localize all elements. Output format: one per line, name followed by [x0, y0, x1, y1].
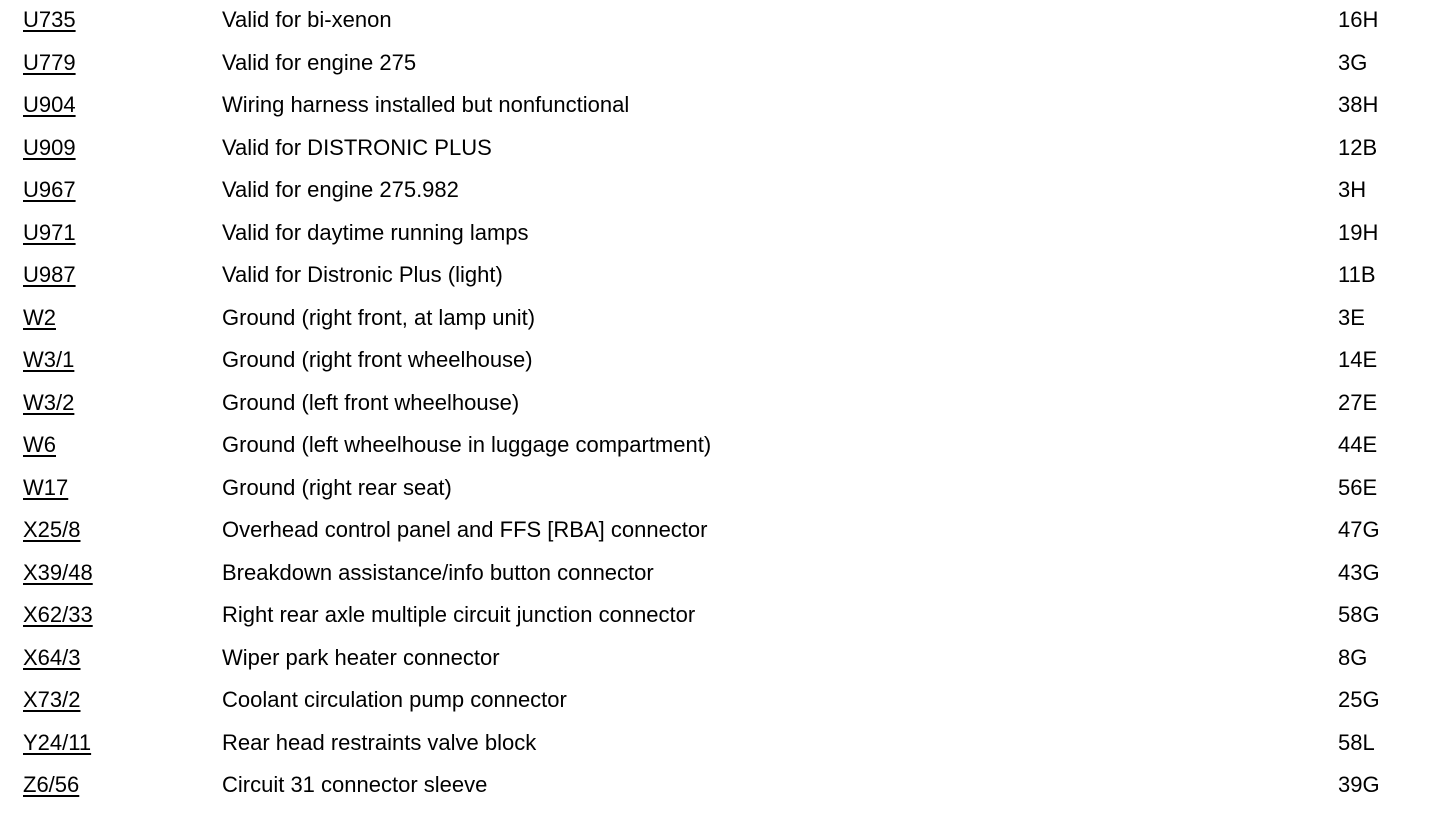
component-description: Valid for DISTRONIC PLUS — [222, 134, 492, 160]
table-row: W3/1 Ground (right front wheelhouse) 14E — [0, 340, 1456, 383]
component-code-link[interactable]: U735 — [23, 7, 76, 32]
table-row: X64/3 Wiper park heater connector 8G — [0, 638, 1456, 681]
table-row: Y24/11 Rear head restraints valve block … — [0, 723, 1456, 766]
table-row: U735 Valid for bi-xenon 16H — [0, 0, 1456, 43]
component-description: Valid for Distronic Plus (light) — [222, 262, 503, 287]
component-code-link[interactable]: U904 — [23, 92, 76, 117]
table-row: U967 Valid for engine 275.982 3H — [0, 170, 1456, 213]
component-code-link[interactable]: W6 — [23, 432, 56, 457]
table-row: W3/2 Ground (left front wheelhouse) 27E — [0, 383, 1456, 426]
table-row: W2 Ground (right front, at lamp unit) 3E — [0, 298, 1456, 341]
component-code-link[interactable]: U779 — [23, 49, 76, 75]
component-description: Wiring harness installed but nonfunction… — [222, 92, 630, 117]
table-row: Z6/56 Circuit 31 connector sleeve 39G — [0, 765, 1456, 808]
component-code-link[interactable]: X64/3 — [23, 644, 81, 670]
grid-location: 19H — [1338, 219, 1379, 245]
component-code-link[interactable]: Z6/56 — [23, 772, 80, 797]
component-code-link[interactable]: X39/48 — [23, 559, 93, 585]
grid-location: 11B — [1338, 262, 1376, 287]
grid-location: 44E — [1338, 432, 1378, 457]
component-description: Circuit 31 connector sleeve — [222, 772, 488, 797]
component-description: Ground (left front wheelhouse) — [222, 389, 520, 415]
component-description: Coolant circulation pump connector — [222, 687, 567, 712]
grid-location: 27E — [1338, 389, 1378, 415]
component-code-link[interactable]: X25/8 — [23, 517, 81, 542]
grid-location: 16H — [1338, 7, 1379, 32]
component-description: Rear head restraints valve block — [222, 729, 537, 755]
grid-location: 14E — [1338, 347, 1378, 372]
table-row: X25/8 Overhead control panel and FFS [RB… — [0, 510, 1456, 553]
component-code-link[interactable]: Y24/11 — [23, 729, 92, 755]
grid-location: 25G — [1338, 687, 1380, 712]
grid-location: 3E — [1338, 304, 1365, 330]
table-row: X62/33 Right rear axle multiple circuit … — [0, 595, 1456, 638]
component-code-link[interactable]: W17 — [23, 474, 69, 500]
table-row: X39/48 Breakdown assistance/info button … — [0, 553, 1456, 596]
component-code-link[interactable]: W2 — [23, 304, 56, 330]
component-code-link[interactable]: X73/2 — [23, 687, 81, 712]
component-description: Breakdown assistance/info button connect… — [222, 559, 654, 585]
component-description: Ground (right front, at lamp unit) — [222, 304, 536, 330]
table-row: U971 Valid for daytime running lamps 19H — [0, 213, 1456, 256]
grid-location: 58G — [1338, 602, 1380, 627]
component-code-link[interactable]: U987 — [23, 262, 76, 287]
component-description: Right rear axle multiple circuit junctio… — [222, 602, 696, 627]
component-code-link[interactable]: U967 — [23, 177, 76, 202]
component-code-link[interactable]: X62/33 — [23, 602, 93, 627]
component-description: Valid for engine 275.982 — [222, 177, 459, 202]
grid-location: 12B — [1338, 134, 1378, 160]
component-code-link[interactable]: W3/1 — [23, 347, 75, 372]
component-description: Overhead control panel and FFS [RBA] con… — [222, 517, 708, 542]
grid-location: 39G — [1338, 772, 1380, 797]
grid-location: 8G — [1338, 644, 1368, 670]
component-legend-table: U735 Valid for bi-xenon 16H U779 Valid f… — [0, 0, 1456, 808]
table-row: U909 Valid for DISTRONIC PLUS 12B — [0, 128, 1456, 171]
component-description: Wiper park heater connector — [222, 644, 500, 670]
grid-location: 3H — [1338, 177, 1367, 202]
component-description: Ground (right rear seat) — [222, 474, 452, 500]
component-code-link[interactable]: U971 — [23, 219, 76, 245]
grid-location: 43G — [1338, 559, 1380, 585]
component-code-link[interactable]: W3/2 — [23, 389, 75, 415]
component-description: Valid for bi-xenon — [222, 7, 392, 32]
grid-location: 38H — [1338, 92, 1379, 117]
component-code-link[interactable]: U909 — [23, 134, 76, 160]
table-row: U779 Valid for engine 275 3G — [0, 43, 1456, 86]
component-description: Valid for daytime running lamps — [222, 219, 529, 245]
table-row: W17 Ground (right rear seat) 56E — [0, 468, 1456, 511]
table-row: W6 Ground (left wheelhouse in luggage co… — [0, 425, 1456, 468]
grid-location: 56E — [1338, 474, 1378, 500]
component-description: Ground (right front wheelhouse) — [222, 347, 533, 372]
grid-location: 47G — [1338, 517, 1380, 542]
component-description: Valid for engine 275 — [222, 49, 417, 75]
table-row: U904 Wiring harness installed but nonfun… — [0, 85, 1456, 128]
table-row: X73/2 Coolant circulation pump connector… — [0, 680, 1456, 723]
grid-location: 58L — [1338, 729, 1375, 755]
component-description: Ground (left wheelhouse in luggage compa… — [222, 432, 712, 457]
table-row: U987 Valid for Distronic Plus (light) 11… — [0, 255, 1456, 298]
grid-location: 3G — [1338, 49, 1368, 75]
